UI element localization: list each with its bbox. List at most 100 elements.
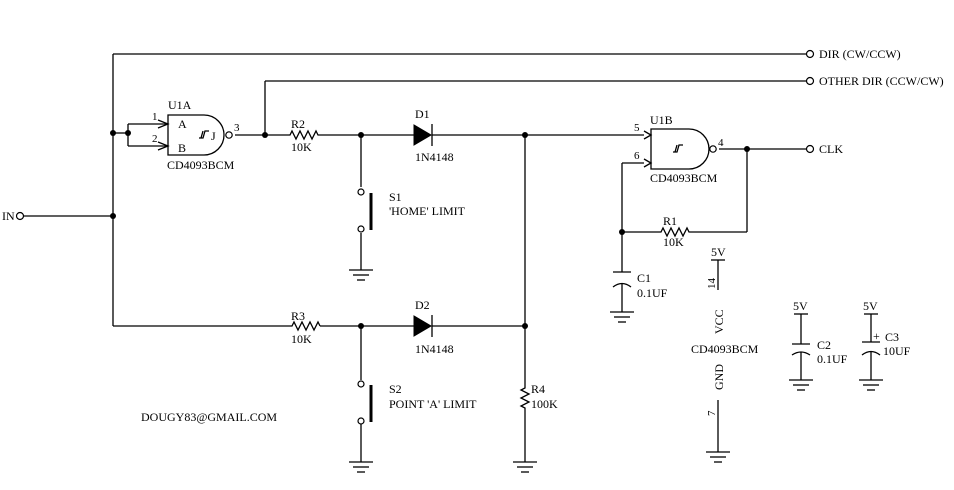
resistor-r2: R2 10K: [286, 117, 320, 154]
resistor-r4: R4 100K: [519, 382, 558, 411]
ground-icon: [349, 269, 373, 281]
schmitt-trigger-icon: [673, 144, 683, 153]
ic-power-pins: 5V 14 VCC CD4093BCM GND 7: [691, 245, 759, 416]
junction-dot: [110, 130, 116, 136]
r4-ref: R4: [531, 382, 545, 396]
junction-dot: [110, 213, 116, 219]
u1b-part: CD4093BCM: [650, 171, 718, 185]
s1-label: 'HOME' LIMIT: [389, 204, 466, 218]
junction-dot: [125, 130, 131, 136]
capacitor-plate: [861, 350, 881, 356]
resistor-symbol: [288, 320, 321, 332]
u1a-part: CD4093BCM: [167, 158, 235, 172]
input-arrow-icon: [157, 119, 170, 129]
nand-gate-body: [167, 114, 225, 156]
c1-value: 0.1UF: [637, 286, 668, 300]
port-in[interactable]: IN: [2, 209, 25, 223]
inverter-bubble: [709, 145, 717, 153]
u1b-pin4: 4: [718, 137, 724, 149]
diode-d2: D2 1N4148: [413, 298, 454, 356]
nand-gate-body: [650, 128, 710, 170]
resistor-r1: R1 10K: [657, 214, 691, 249]
capacitor-c2: C2 0.1UF 5V: [791, 299, 848, 366]
junction-dot: [522, 132, 528, 138]
s2-ref: S2: [389, 382, 402, 396]
ground-icon: [789, 379, 813, 391]
u1b-pin6: 6: [634, 150, 640, 162]
u1b-pin5: 5: [634, 122, 640, 134]
port-other-dir-label: OTHER DIR (CCW/CW): [819, 74, 944, 88]
u1a-input-a: A: [178, 117, 187, 131]
power-supply-label: 5V: [711, 245, 726, 259]
c3-ref: C3: [885, 330, 899, 344]
c3-value: 10UF: [883, 344, 911, 358]
c2-value: 0.1UF: [817, 352, 848, 366]
port-in-terminal[interactable]: [15, 211, 25, 221]
resistor-r3: R3 10K: [288, 309, 321, 346]
ground-icon: [610, 311, 634, 323]
diode-anode-triangle: [413, 124, 432, 146]
vcc-pin-number: 14: [706, 278, 718, 290]
port-other-dir[interactable]: OTHER DIR (CCW/CW): [805, 74, 944, 88]
switch-s1[interactable]: S1 'HOME' LIMIT: [357, 188, 466, 233]
author-email: DOUGY83@GMAIL.COM: [141, 410, 277, 424]
u1a-input-b: B: [178, 141, 186, 155]
d2-part: 1N4148: [415, 342, 454, 356]
resistor-symbol: [286, 129, 320, 141]
d2-ref: D2: [415, 298, 430, 312]
input-arrow-icon: [157, 141, 170, 151]
r3-ref: R3: [291, 309, 305, 323]
resistor-symbol: [657, 226, 691, 238]
r3-value: 10K: [291, 332, 312, 346]
junction-dot: [522, 323, 528, 329]
input-arrow-icon: [643, 130, 653, 140]
c1-ref: C1: [637, 271, 651, 285]
port-clk[interactable]: CLK: [805, 142, 844, 156]
switch-contact: [357, 225, 365, 233]
gnd-pin-number: 7: [706, 410, 718, 416]
r4-value: 100K: [531, 397, 558, 411]
ground-icon: [706, 451, 730, 463]
power-part-label: CD4093BCM: [691, 342, 759, 356]
ground-icon: [513, 461, 537, 473]
switch-s2[interactable]: S2 POINT 'A' LIMIT: [357, 380, 477, 425]
capacitor-plate: [612, 282, 632, 288]
junction-dot: [619, 229, 625, 235]
switch-contact: [357, 417, 365, 425]
input-arrow-icon: [643, 158, 653, 168]
d1-part: 1N4148: [415, 150, 454, 164]
u1a-pin3: 3: [234, 122, 240, 134]
junction-dot: [358, 132, 364, 138]
r2-ref: R2: [291, 117, 305, 131]
ground-icon: [859, 379, 883, 391]
resistor-symbol: [519, 385, 531, 410]
c3-supply: 5V: [863, 299, 878, 313]
junction-dot: [744, 146, 750, 152]
port-other-dir-terminal[interactable]: [805, 76, 815, 86]
r1-ref: R1: [663, 214, 677, 228]
u1a-gate: U1A CD4093BCM 1 2 3 A B J: [152, 98, 240, 172]
d1-ref: D1: [415, 107, 430, 121]
port-dir-terminal[interactable]: [805, 49, 815, 59]
gnd-label: GND: [712, 364, 726, 390]
ground-symbols: [349, 269, 883, 473]
inverter-bubble: [225, 131, 233, 139]
capacitor-plate: [791, 351, 811, 356]
port-dir[interactable]: DIR (CW/CCW): [805, 47, 901, 61]
r2-value: 10K: [291, 140, 312, 154]
capacitor-c3: + C3 10UF 5V: [861, 299, 911, 358]
s1-ref: S1: [389, 190, 402, 204]
r1-value: 10K: [663, 235, 684, 249]
switch-contact: [357, 380, 365, 388]
c2-ref: C2: [817, 338, 831, 352]
capacitor-c1: C1 0.1UF: [612, 271, 668, 300]
c3-polarity: +: [873, 329, 880, 343]
diode-d1: D1 1N4148: [413, 107, 454, 164]
u1a-output-j: J: [211, 129, 216, 143]
port-clk-terminal[interactable]: [805, 144, 815, 154]
u1a-pin1: 1: [152, 111, 158, 123]
u1a-pin2: 2: [152, 133, 158, 145]
port-dir-label: DIR (CW/CCW): [819, 47, 901, 61]
